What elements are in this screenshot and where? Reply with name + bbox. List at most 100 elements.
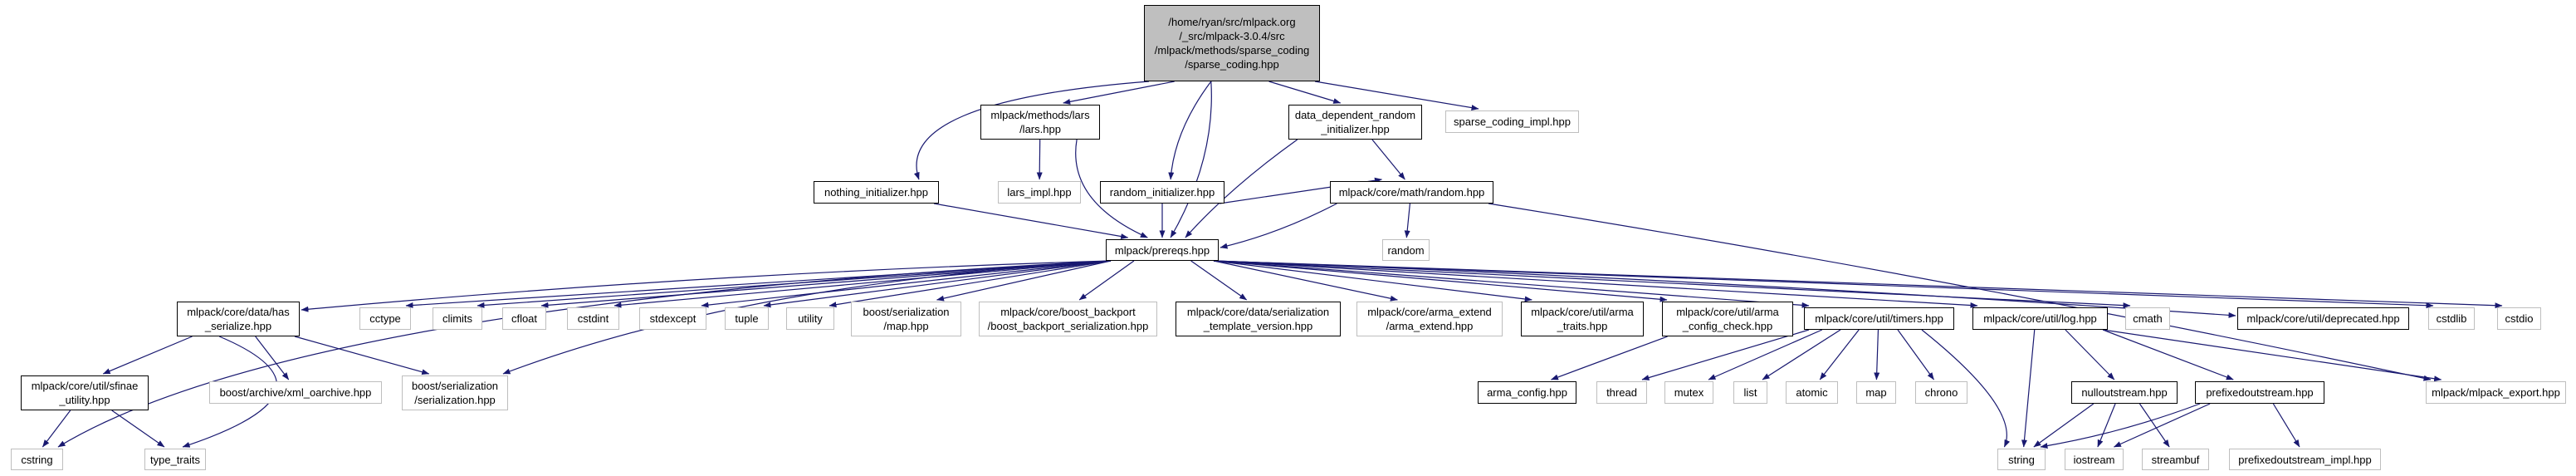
include-edge-root-to-sparse-coding-impl: [1314, 81, 1479, 111]
graph-node-boost-serialization-map: boost/serialization/map.hpp: [851, 302, 961, 336]
graph-node-has-serialize[interactable]: mlpack/core/data/has_serialize.hpp: [177, 302, 300, 336]
graph-node-lars-impl: lars_impl.hpp: [998, 181, 1081, 204]
include-edge-timers-to-chrono: [1897, 329, 1934, 380]
graph-node-sparse-coding-impl: sparse_coding_impl.hpp: [1445, 110, 1579, 133]
node-label-line: _serialize.hpp: [204, 320, 272, 332]
graph-node-nothing-initializer[interactable]: nothing_initializer.hpp: [814, 181, 939, 204]
node-label-line: climits: [442, 312, 473, 325]
include-edge-has-serialize-to-boost-serialization: [294, 336, 430, 375]
graph-node-timers[interactable]: mlpack/core/util/timers.hpp: [1804, 307, 1954, 330]
node-label-line: _config_check.hpp: [1682, 320, 1773, 332]
graph-node-atomic: atomic: [1786, 381, 1838, 404]
node-label-line: mlpack/core/math/random.hpp: [1338, 186, 1485, 199]
include-edge-root-to-data-dependent-random-initializer: [1268, 81, 1342, 104]
graph-node-math-random[interactable]: mlpack/core/math/random.hpp: [1330, 181, 1493, 204]
include-edge-prereqs-to-timers: [1213, 260, 1810, 308]
include-edge-prereqs-to-arma-traits: [1213, 260, 1532, 302]
include-edge-prereqs-to-cstdio: [1213, 260, 2503, 309]
graph-node-boost-serialization: boost/serialization/serialization.hpp: [402, 375, 508, 410]
node-label-line: mlpack/core/data/serialization: [1186, 306, 1330, 318]
graph-node-string: string: [1997, 449, 2046, 470]
graph-node-type-traits: type_traits: [144, 449, 206, 470]
include-edge-root-to-random-initializer: [1168, 81, 1212, 180]
graph-node-arma-extend: mlpack/core/arma_extend/arma_extend.hpp: [1356, 302, 1503, 336]
node-label-line: mlpack/core/util/arma: [1676, 306, 1779, 318]
node-label-line: nothing_initializer.hpp: [824, 186, 929, 199]
graph-node-cstring: cstring: [11, 449, 63, 470]
include-edge-prereqs-to-has-serialize: [301, 260, 1112, 312]
node-label-line: boost/serialization: [411, 380, 499, 392]
include-edge-log-to-prefixedoutstream: [2102, 329, 2234, 380]
graph-node-xml-oarchive: boost/archive/xml_oarchive.hpp: [209, 381, 382, 404]
graph-node-arma-traits[interactable]: mlpack/core/util/arma_traits.hpp: [1521, 302, 1644, 336]
include-edge-timers-to-atomic: [1819, 329, 1860, 380]
node-label-line: _utility.hpp: [59, 394, 110, 406]
graph-node-map: map: [1856, 381, 1896, 404]
include-edge-nulloutstream-to-iostream: [2097, 403, 2116, 448]
include-edge-nothing-initializer-to-prereqs: [933, 203, 1129, 239]
node-label-line: tuple: [735, 312, 759, 325]
node-label-line: cstdlib: [2436, 312, 2467, 325]
node-label-line: mlpack/core/boost_backport: [1000, 306, 1136, 318]
graph-node-random-initializer[interactable]: random_initializer.hpp: [1100, 181, 1224, 204]
graph-node-arma-config[interactable]: arma_config.hpp: [1478, 381, 1576, 404]
include-edge-math-random-to-mlpack-export: [1488, 203, 2432, 381]
node-label-line: iostream: [2073, 453, 2115, 466]
include-edge-root-to-nothing-initializer: [913, 81, 1150, 180]
graph-node-prereqs[interactable]: mlpack/prereqs.hpp: [1106, 239, 1219, 261]
graph-node-sfinae-utility[interactable]: mlpack/core/util/sfinae _utility.hpp: [21, 375, 149, 410]
include-edge-lars-to-prereqs: [1075, 139, 1148, 238]
graph-node-root: /home/ryan/src/mlpack.org/_src/mlpack-3.…: [1144, 5, 1320, 81]
graph-node-data-dependent-random-initializer[interactable]: data_dependent_random_initializer.hpp: [1288, 105, 1422, 140]
graph-node-cstdlib: cstdlib: [2428, 307, 2475, 330]
node-label-line: string: [2008, 453, 2035, 466]
graph-node-nulloutstream[interactable]: nulloutstream.hpp: [2071, 381, 2178, 404]
include-edge-timers-to-map: [1874, 329, 1880, 380]
include-edge-data-dependent-random-initializer-to-prereqs: [1185, 139, 1298, 238]
graph-node-random: random: [1382, 239, 1430, 261]
node-label-line: data_dependent_random: [1294, 109, 1416, 121]
node-label-line: list: [1743, 386, 1757, 399]
graph-node-lars[interactable]: mlpack/methods/lars/lars.hpp: [980, 105, 1100, 140]
graph-node-prefixedoutstream-impl: prefixedoutstream_impl.hpp: [2229, 449, 2381, 470]
include-edge-has-serialize-to-sfinae-utility: [102, 336, 193, 375]
include-edge-math-random-to-random: [1404, 203, 1410, 238]
graph-node-cctype: cctype: [359, 307, 411, 330]
include-edge-timers-to-string: [1921, 329, 2011, 448]
graph-node-mlpack-export: mlpack/mlpack_export.hpp: [2426, 381, 2566, 404]
graph-node-climits: climits: [433, 307, 482, 330]
node-label-line: thread: [1606, 386, 1637, 399]
include-edge-prereqs-to-stdexcept: [701, 260, 1112, 308]
graph-node-cstdio: cstdio: [2497, 307, 2541, 330]
graph-node-serialization-template-version[interactable]: mlpack/core/data/serialization _template_…: [1176, 302, 1341, 336]
node-label-line: mlpack/mlpack_export.hpp: [2432, 386, 2560, 399]
include-edge-prereqs-to-cmath: [1213, 260, 2131, 309]
graph-node-prefixedoutstream[interactable]: prefixedoutstream.hpp: [2195, 381, 2324, 404]
include-edge-log-to-string: [2021, 329, 2036, 448]
node-label-line: stdexcept: [649, 312, 697, 325]
node-label-line: /serialization.hpp: [414, 394, 496, 406]
node-label-line: type_traits: [150, 453, 200, 466]
include-edge-prereqs-to-arma-config-check: [1213, 260, 1668, 302]
graph-node-mutex: mutex: [1664, 381, 1713, 404]
graph-node-list: list: [1733, 381, 1767, 404]
include-edge-prereqs-to-tuple: [763, 260, 1112, 308]
graph-node-tuple: tuple: [725, 307, 769, 330]
graph-node-arma-config-check[interactable]: mlpack/core/util/arma _config_check.hpp: [1662, 302, 1793, 336]
node-label-line: mlpack/core/util/sfinae: [31, 380, 139, 392]
node-label-line: map: [1865, 386, 1887, 399]
graph-node-deprecated[interactable]: mlpack/core/util/deprecated.hpp: [2237, 307, 2409, 330]
node-label-line: _template_version.hpp: [1203, 320, 1313, 332]
include-edge-log-to-mlpack-export: [2102, 329, 2442, 382]
node-label-line: lars_impl.hpp: [1007, 186, 1072, 199]
node-label-line: random: [1387, 243, 1425, 257]
node-label-line: random_initializer.hpp: [1109, 186, 1215, 199]
include-edge-log-to-nulloutstream: [2065, 329, 2115, 380]
node-label-line: prefixedoutstream.hpp: [2206, 386, 2314, 399]
node-label-line: nulloutstream.hpp: [2081, 386, 2168, 399]
include-edge-lars-to-lars-impl: [1036, 139, 1043, 180]
include-edge-has-serialize-to-xml-oarchive: [255, 336, 290, 380]
include-edge-math-random-to-prereqs: [1220, 203, 1337, 249]
graph-node-log[interactable]: mlpack/core/util/log.hpp: [1972, 307, 2108, 330]
